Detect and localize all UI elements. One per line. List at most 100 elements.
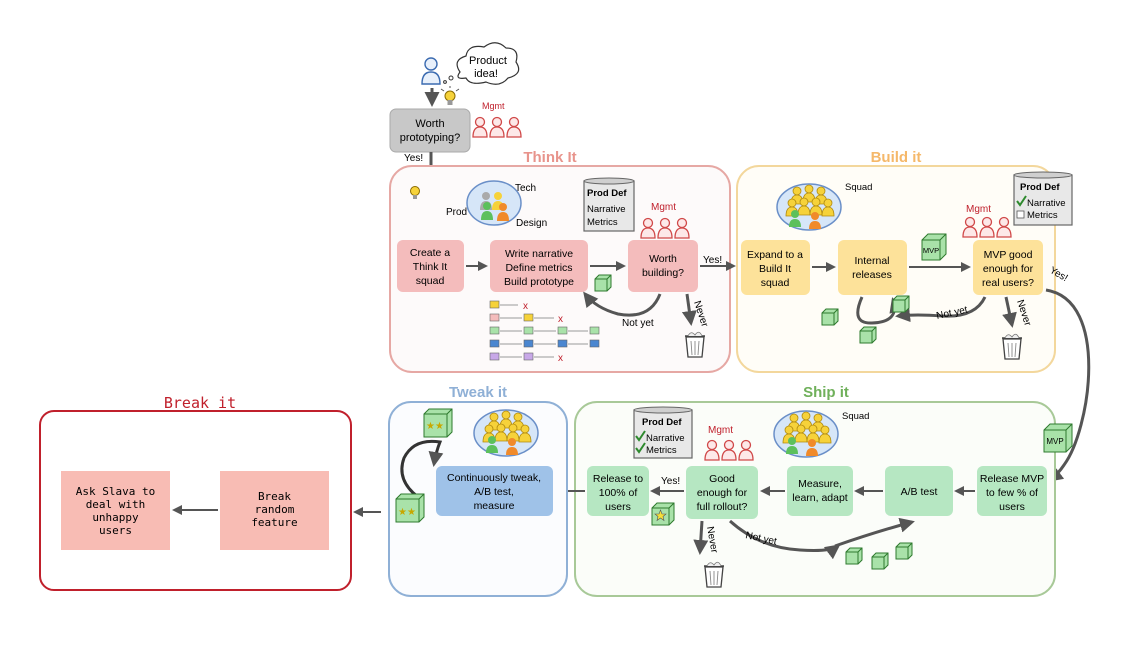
ask-text-4: users — [99, 524, 132, 537]
build-it-title: Build it — [871, 149, 922, 166]
think-it-title: Think It — [523, 149, 576, 166]
trash-icon — [684, 331, 706, 358]
prod-def-title: Prod Def — [587, 188, 627, 199]
worth-building-text-2: building? — [642, 267, 684, 279]
mgmt-people-icon: Mgmt — [962, 204, 1012, 238]
mvp-good-decision: MVP good enough for real users? — [973, 240, 1043, 295]
release-mvp-step: Release MVP to few % of users — [977, 466, 1047, 516]
trash-icon — [703, 561, 725, 588]
mgmt-label: Mgmt — [651, 202, 676, 213]
star-cube-icon — [651, 502, 675, 526]
ask-text-2: deal with — [86, 498, 146, 511]
tweak-it-section: Tweak it ★★ Continuously tweak, A/B test… — [388, 384, 568, 597]
mvp-good-text-3: real users? — [982, 277, 1034, 289]
think-team-icon — [466, 180, 522, 226]
measure-step: Measure, learn, adapt — [787, 466, 853, 516]
prod-def-scroll: Prod Def Narrative Metrics — [1013, 171, 1073, 226]
stars-cube-icon: ★★ — [423, 408, 453, 438]
not-yet-label: Not yet — [622, 318, 654, 329]
svg-text:x: x — [558, 314, 563, 325]
ask-text-3: unhappy — [92, 511, 139, 524]
mvp-cube-label: MVP — [1046, 437, 1063, 446]
internal-releases-step: Internal releases — [838, 240, 907, 295]
continuous-text-1: Continuously tweak, — [447, 472, 541, 484]
yes-label: Yes! — [661, 476, 680, 487]
team-design-label: Design — [516, 218, 547, 229]
svg-text:★★: ★★ — [426, 421, 444, 432]
lightbulb-icon — [440, 86, 460, 105]
release-mvp-text-2: to few % of — [986, 487, 1038, 499]
build-it-section: Build it Squad Prod Def Narrative Metric… — [736, 149, 1091, 482]
break-text-3: feature — [251, 516, 297, 529]
mgmt-label: Mgmt — [482, 101, 505, 111]
break-it-section: Break it Break random feature Ask Slava … — [39, 394, 352, 591]
think-it-section: Think It Prod Tech Design Prod Def Narra… — [389, 149, 736, 373]
ship-it-title: Ship it — [803, 384, 849, 401]
good-text-3: full rollout? — [697, 501, 748, 513]
yes-label: Yes! — [404, 153, 423, 164]
release-mvp-text-1: Release MVP — [980, 473, 1044, 485]
expand-text-1: Expand to a — [747, 249, 803, 261]
mgmt-label: Mgmt — [708, 425, 733, 436]
expand-squad-step: Expand to a Build It squad — [741, 240, 810, 295]
worth-building-text-1: Worth — [649, 253, 677, 265]
prod-def-narrative: Narrative — [646, 433, 685, 444]
measure-text-1: Measure, — [798, 478, 842, 490]
mgmt-label: Mgmt — [966, 204, 991, 215]
mvp-cube-label: MVP — [923, 246, 939, 255]
prod-def-narrative: Narrative — [587, 204, 626, 215]
prod-def-narrative: Narrative — [1027, 198, 1066, 209]
break-text-1: Break — [258, 490, 291, 503]
mvp-good-text-1: MVP good — [984, 249, 1033, 261]
worth-prototyping-decision: Worth prototyping? — [389, 108, 471, 153]
lightbulb-icon — [410, 186, 420, 199]
continuous-text-2: A/B test, — [474, 486, 514, 498]
prod-def-metrics: Metrics — [587, 217, 618, 228]
mvp-good-text-2: enough for — [983, 263, 1034, 275]
break-feature-step: Break random feature — [220, 471, 329, 550]
mgmt-people-icon: Mgmt — [640, 202, 690, 239]
mgmt-people-icon: Mgmt — [472, 101, 522, 138]
stars-cube-icon: ★★ — [395, 493, 425, 523]
squad-label: Squad — [842, 411, 869, 422]
prod-def-metrics: Metrics — [1027, 210, 1058, 221]
prod-def-scroll: Prod Def Narrative Metrics — [583, 177, 635, 232]
ab-test-text: A/B test — [901, 486, 938, 498]
svg-text:x: x — [523, 301, 528, 312]
release-mvp-text-3: users — [999, 501, 1025, 513]
tweak-squad-icon — [473, 409, 539, 457]
good-text-1: Good — [709, 473, 735, 485]
write-text-3: Build prototype — [504, 276, 574, 288]
continuous-text-3: measure — [474, 500, 515, 512]
ask-text-1: Ask Slava to — [76, 485, 155, 498]
break-text-2: random — [255, 503, 295, 516]
break-it-title: Break it — [164, 394, 236, 412]
create-squad-step: Create a Think It squad — [397, 240, 464, 292]
experiment-chains: x x — [489, 300, 600, 364]
release100-text-1: Release to — [593, 473, 643, 485]
write-text-1: Write narrative — [505, 248, 573, 260]
continuous-tweak-step: Continuously tweak, A/B test, measure — [436, 466, 553, 516]
ask-slava-step: Ask Slava to deal with unhappy users — [61, 471, 170, 550]
measure-text-2: learn, adapt — [792, 492, 848, 504]
tweak-it-title: Tweak it — [449, 384, 507, 401]
create-squad-text-1: Create a — [410, 247, 450, 259]
prod-def-metrics: Metrics — [646, 445, 677, 456]
ship-it-section: Ship it MVP Squad Prod Def Narrative Met… — [558, 384, 1073, 597]
worth-building-decision: Worth building? — [628, 240, 698, 292]
team-tech-label: Tech — [515, 183, 536, 194]
internal-text-2: releases — [852, 269, 892, 281]
svg-text:★★: ★★ — [398, 507, 416, 518]
ship-squad-icon — [773, 410, 839, 458]
release-100-step: Release to 100% of users — [587, 466, 649, 516]
yes-label: Yes! — [703, 255, 722, 266]
team-prod-label: Prod — [446, 207, 467, 218]
release100-text-2: 100% of — [599, 487, 638, 499]
mgmt-people-icon: Mgmt — [704, 425, 754, 461]
user-icon — [421, 57, 441, 85]
squad-label: Squad — [845, 182, 872, 193]
expand-text-2: Build It — [759, 263, 791, 275]
create-squad-text-2: Think It — [413, 261, 448, 273]
release100-text-3: users — [605, 501, 631, 513]
